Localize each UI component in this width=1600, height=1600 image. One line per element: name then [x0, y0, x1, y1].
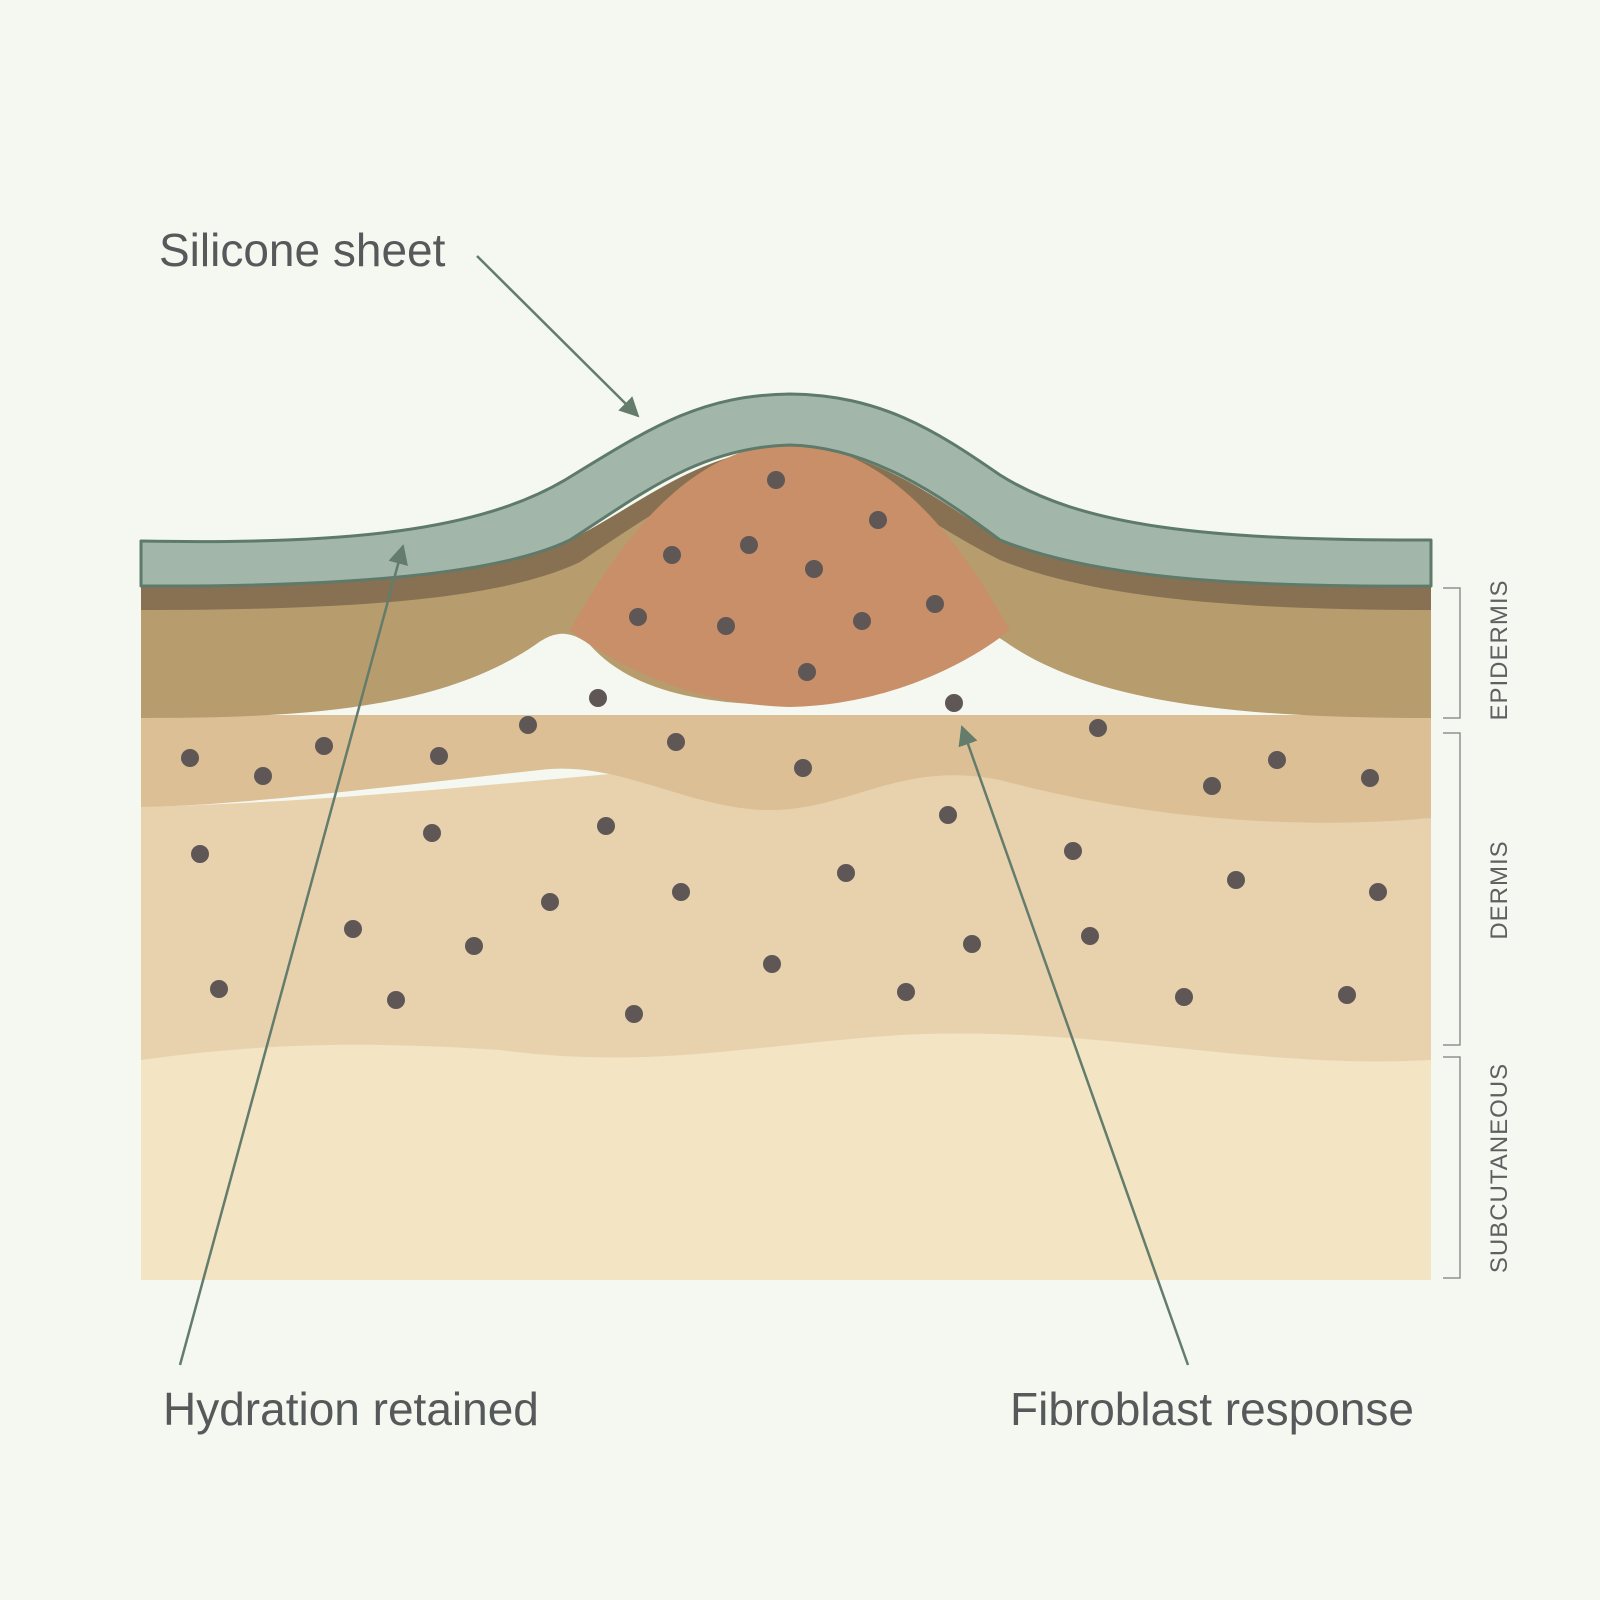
fibroblast-cell-dot — [589, 689, 607, 707]
fibroblast-arrow — [958, 725, 1190, 1366]
fibroblast-cell-dot — [672, 883, 690, 901]
layer-brackets — [1443, 587, 1461, 1279]
scar-tissue — [570, 443, 1010, 707]
fibroblast-cell-dot — [853, 612, 871, 630]
fibroblast-cell-dot — [798, 663, 816, 681]
fibroblast-cell-dot — [1338, 986, 1356, 1004]
fibroblast-cell-dot — [1175, 988, 1193, 1006]
silicone-sheet — [139, 392, 1433, 588]
fibroblast-cell-dot — [1227, 871, 1245, 889]
fibroblast-cell-dot — [191, 845, 209, 863]
epidermis-bracket — [1443, 587, 1461, 719]
fibroblast-cell-dot — [963, 935, 981, 953]
fibroblast-response-label: Fibroblast response — [1010, 1383, 1414, 1435]
fibroblast-cell-dot — [1089, 719, 1107, 737]
fibroblast-cell-dot — [597, 817, 615, 835]
fibroblast-cell-dot — [1064, 842, 1082, 860]
fibroblast-cell-dot — [667, 733, 685, 751]
fibroblast-cell-dot — [254, 767, 272, 785]
fibroblast-cell-dot — [1268, 751, 1286, 769]
fibroblast-cell-dot — [1369, 883, 1387, 901]
fibroblast-cell-dot — [1081, 927, 1099, 945]
fibroblast-cell-dot — [423, 824, 441, 842]
epidermis-label: EPIDERMIS — [1486, 579, 1513, 720]
fibroblast-cell-dot — [740, 536, 758, 554]
fibroblast-cell-dot — [897, 983, 915, 1001]
fibroblast-cell-dot — [387, 991, 405, 1009]
dermis-layer — [141, 758, 1431, 1062]
fibroblast-cell-dot — [625, 1005, 643, 1023]
dermis-upper-layer — [141, 715, 1431, 823]
fibroblast-cell-dot — [939, 806, 957, 824]
fibroblast-cell-dot — [1361, 769, 1379, 787]
fibroblast-cell-dot — [210, 980, 228, 998]
fibroblast-cell-dot — [869, 511, 887, 529]
fibroblast-cell-dot — [541, 893, 559, 911]
silicone-arrow — [476, 255, 640, 418]
fibroblast-cells — [181, 471, 1387, 1023]
silicone-sheet-label: Silicone sheet — [159, 224, 446, 276]
fibroblast-cell-dot — [794, 759, 812, 777]
fibroblast-cell-dot — [945, 694, 963, 712]
dermis-bracket — [1443, 732, 1461, 1046]
fibroblast-cell-dot — [663, 546, 681, 564]
fibroblast-cell-dot — [629, 608, 647, 626]
fibroblast-cell-dot — [465, 937, 483, 955]
subcutaneous-bracket — [1443, 1056, 1461, 1279]
hydration-retained-label: Hydration retained — [163, 1383, 539, 1435]
fibroblast-cell-dot — [1203, 777, 1221, 795]
callout-arrows — [178, 255, 1190, 1366]
fibroblast-cell-dot — [767, 471, 785, 489]
fibroblast-cell-dot — [519, 716, 537, 734]
fibroblast-cell-dot — [805, 560, 823, 578]
hydration-arrow — [178, 544, 408, 1366]
fibroblast-cell-dot — [181, 749, 199, 767]
dermis-label: DERMIS — [1486, 840, 1513, 939]
subcutaneous-label: SUBCUTANEOUS — [1486, 1063, 1513, 1273]
fibroblast-cell-dot — [717, 617, 735, 635]
fibroblast-cell-dot — [763, 955, 781, 973]
fibroblast-cell-dot — [926, 595, 944, 613]
fibroblast-cell-dot — [430, 747, 448, 765]
tissue-layers — [141, 443, 1431, 1280]
fibroblast-cell-dot — [315, 737, 333, 755]
fibroblast-cell-dot — [837, 864, 855, 882]
fibroblast-cell-dot — [344, 920, 362, 938]
